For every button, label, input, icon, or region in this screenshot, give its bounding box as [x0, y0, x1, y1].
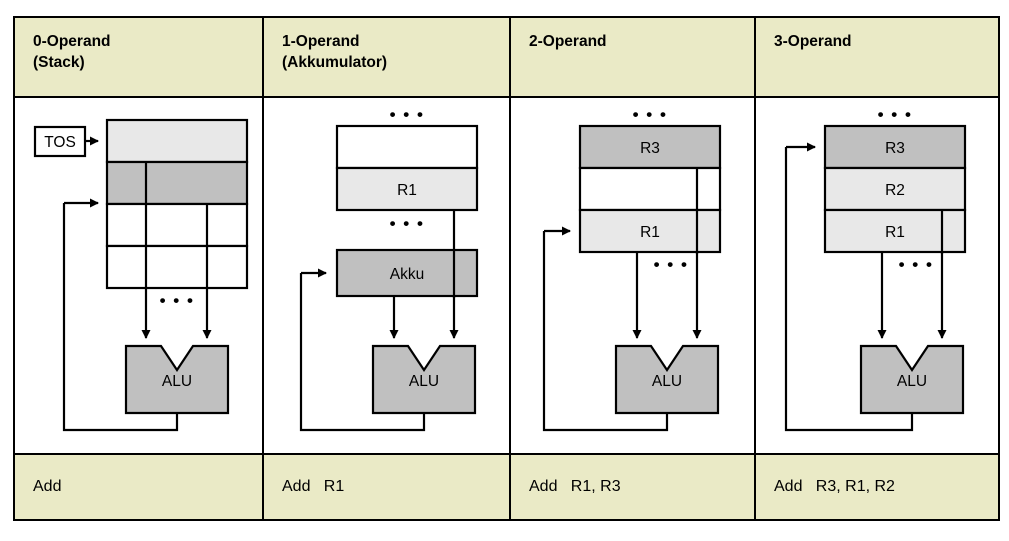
- ellipsis-bottom: • • •: [899, 255, 934, 274]
- alu-shape: [614, 344, 720, 415]
- instruction-cell-three-operand: Add R3, R1, R2: [774, 478, 895, 495]
- stack-cell-3: [105, 244, 249, 290]
- writeback-path: [299, 273, 426, 432]
- stack-cell-0: [105, 118, 249, 164]
- three-operand-machine-diagram: • • • R3 R2 R1 • • • A: [784, 105, 967, 432]
- panel-one-operand: • • • R1 • • • Akku ALU: [264, 98, 511, 455]
- register-cell-label-r3: R3: [640, 140, 660, 157]
- ellipsis-top: • • •: [633, 105, 668, 124]
- alu-label: ALU: [162, 373, 192, 390]
- alu-label: ALU: [409, 373, 439, 390]
- register-cell-0: [578, 124, 722, 170]
- panel-zero-operand: TOS • • • ALU: [15, 98, 264, 455]
- table-body-row: TOS • • • ALU: [15, 98, 998, 455]
- accumulator-machine-diagram: • • • R1 • • • Akku ALU: [299, 105, 479, 432]
- register-cell-label-r1: R1: [397, 182, 417, 199]
- alu-shape: [124, 344, 230, 415]
- alu-shape: [371, 344, 477, 415]
- ellipsis-top: • • •: [390, 105, 425, 124]
- header-cell-two-operand: 2-Operand: [511, 18, 756, 96]
- header-cell-zero-operand: 0-Operand (Stack): [15, 18, 264, 96]
- register-cell-1: [578, 166, 722, 212]
- ellipsis-top: • • •: [878, 105, 913, 124]
- panel-three-operand: • • • R3 R2 R1 • • • A: [756, 98, 998, 455]
- register-cell-label-r1: R1: [640, 224, 660, 241]
- writeback-path: [62, 203, 179, 432]
- register-cell-label-r2: R2: [885, 182, 905, 199]
- stack-machine-diagram: TOS • • • ALU: [33, 118, 249, 432]
- register-cell-0: [335, 124, 479, 170]
- comparison-table: 0-Operand (Stack) 1-Operand (Akkumulator…: [13, 16, 1000, 521]
- ellipsis-bottom: • • •: [654, 255, 689, 274]
- tos-box: [33, 125, 87, 158]
- instruction-cell-two-operand: Add R1, R3: [511, 455, 756, 519]
- two-operand-machine-diagram: • • • R3 R1 • • • ALU: [542, 105, 722, 432]
- header-cell-three-operand: 3-Operand: [774, 33, 852, 50]
- instruction-cell-zero-operand: Add: [15, 455, 264, 519]
- alu-shape: [859, 344, 965, 415]
- instruction-cell-one-operand: Add R1: [264, 455, 511, 519]
- ellipsis-middle: • • •: [390, 214, 425, 233]
- alu-label: ALU: [897, 373, 927, 390]
- tos-label: TOS: [44, 134, 76, 151]
- panel-two-operand: • • • R3 R1 • • • ALU: [511, 98, 756, 455]
- ellipsis-bottom: • • •: [160, 291, 195, 310]
- stack-cell-2: [105, 202, 249, 248]
- register-cell-label-r1: R1: [885, 224, 905, 241]
- table-footer-row: Add Add R1 Add R1, R3 Add R3, R1, R2: [15, 453, 998, 519]
- register-cell-1: [335, 166, 479, 212]
- alu-label: ALU: [652, 373, 682, 390]
- table-header-row: 0-Operand (Stack) 1-Operand (Akkumulator…: [15, 18, 998, 98]
- header-cell-one-operand: 1-Operand (Akkumulator): [264, 18, 511, 96]
- register-cell-0: [823, 124, 967, 170]
- writeback-path: [784, 147, 914, 432]
- register-cell-label-r3: R3: [885, 140, 905, 157]
- accumulator-label: Akku: [390, 266, 424, 283]
- stack-cell-1: [105, 160, 249, 206]
- writeback-path: [542, 231, 669, 432]
